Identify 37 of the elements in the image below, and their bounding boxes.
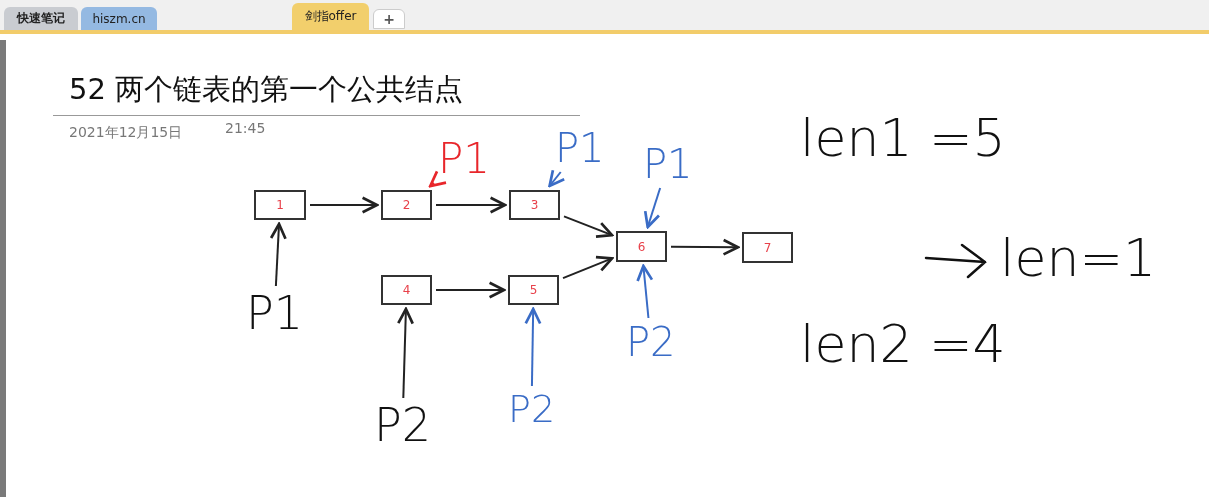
- arrow: [670, 238, 740, 256]
- pointer-label: P1: [555, 128, 605, 168]
- pointer-label: P2: [374, 402, 431, 448]
- page-date: 2021年12月15日: [69, 124, 183, 142]
- pointer-arrow: [428, 170, 448, 188]
- add-tab-button: +: [373, 9, 405, 29]
- list-node-box: 6: [616, 231, 667, 262]
- arrow: [435, 281, 506, 299]
- notebook-tab: 快速笔记: [4, 7, 78, 30]
- arrow: [309, 196, 379, 214]
- pointer-label: P1: [246, 290, 303, 336]
- notebook-tab: 剑指offer: [292, 3, 369, 30]
- notebook-tab: hiszm.cn: [81, 7, 157, 30]
- list-node-box: 5: [508, 275, 559, 305]
- handwritten-note: len1 =5: [800, 112, 1006, 164]
- list-node-box: 4: [381, 275, 432, 305]
- arrow: [562, 255, 614, 280]
- list-node-box: 3: [509, 190, 560, 220]
- list-node-box: 2: [381, 190, 432, 220]
- pointer-arrow: [269, 222, 287, 287]
- list-node-box: 7: [742, 232, 793, 263]
- page-time: 21:45: [225, 120, 266, 136]
- pointer-label: P2: [508, 390, 556, 428]
- list-node-box: 1: [254, 190, 306, 220]
- pointer-label: P2: [626, 322, 676, 362]
- pointer-arrow: [548, 168, 566, 188]
- pointer-label: P1: [643, 144, 693, 184]
- pointer-arrow: [643, 187, 662, 229]
- handwritten-note: len=1: [1000, 232, 1157, 284]
- page-title: 52 两个链表的第一个公共结点: [69, 71, 464, 108]
- pointer-label: P1: [438, 138, 491, 180]
- arrow: [435, 196, 507, 214]
- handwritten-note: len2 =4: [800, 318, 1006, 370]
- pointer-arrow: [396, 307, 415, 399]
- arrow: [563, 215, 614, 238]
- pointer-arrow: [524, 307, 542, 387]
- pointer-arrow: [636, 264, 654, 319]
